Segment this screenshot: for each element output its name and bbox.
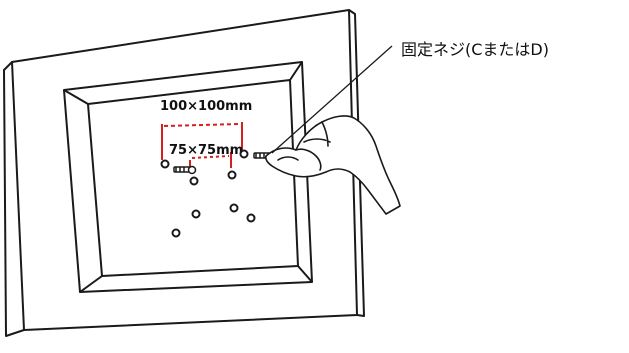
hand-illustration: [265, 115, 401, 215]
large-spacing-label: 100×100mm: [160, 99, 252, 114]
dimension-100-bracket: [161, 122, 243, 160]
small-spacing-label: 75×75mm: [169, 143, 243, 158]
screw-callout-label: 固定ネジ(CまたはD): [401, 40, 549, 59]
monitor-inner-bezel: [63, 61, 313, 293]
mount-hole: [191, 209, 201, 219]
mount-hole: [227, 170, 237, 180]
mount-hole: [189, 176, 199, 186]
mount-hole: [239, 149, 249, 159]
mount-hole: [160, 159, 170, 169]
mounting-holes: [160, 149, 256, 238]
mount-hole: [229, 203, 239, 213]
mount-hole: [171, 228, 181, 238]
callout-leader-line: [271, 45, 393, 154]
screw-icon: [173, 165, 197, 175]
mount-hole: [246, 213, 256, 223]
